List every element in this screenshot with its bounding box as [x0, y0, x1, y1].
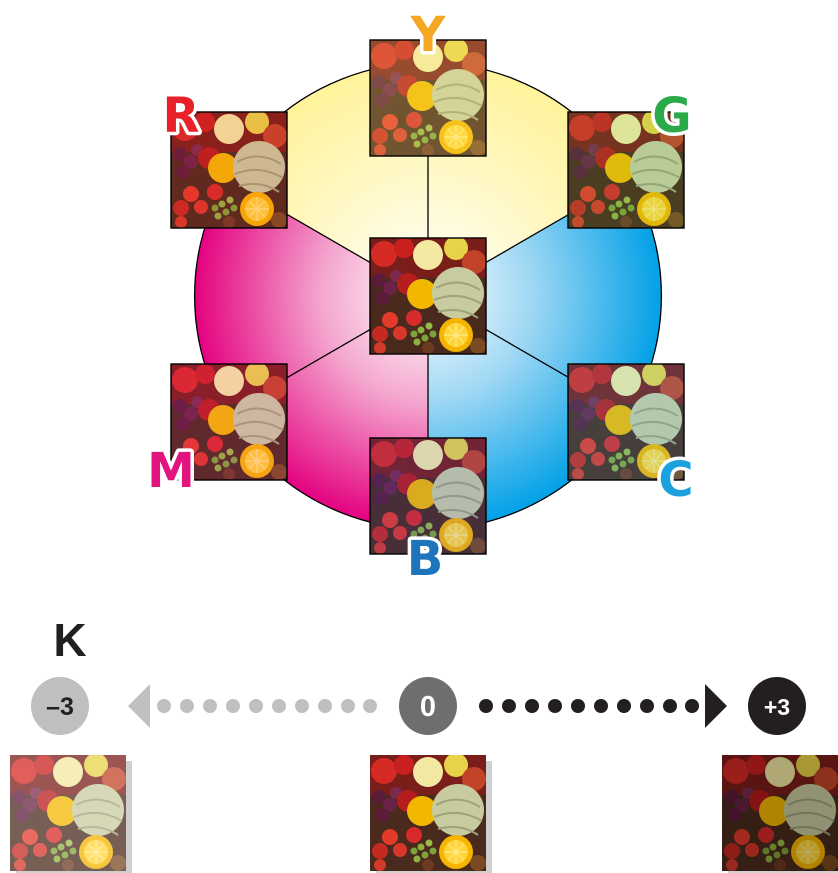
decrease-arrow-icon[interactable] [128, 684, 150, 728]
decrease-dots [157, 699, 377, 713]
step-badge-max[interactable]: +3 [748, 677, 806, 735]
thumbnail-k-max[interactable] [722, 753, 838, 873]
increase-dots [479, 699, 699, 713]
step-label-max: +3 [764, 694, 790, 720]
black-scale-title: K [53, 614, 86, 666]
label-magenta: M [147, 443, 195, 499]
step-badge-mid[interactable]: 0 [399, 677, 457, 735]
increase-arrow-icon[interactable] [705, 684, 727, 728]
label-red: R [163, 88, 200, 144]
step-label-min: –3 [46, 693, 74, 721]
step-label-mid: 0 [420, 691, 436, 723]
thumbnail-center[interactable] [370, 236, 486, 354]
thumbnail-k-mid[interactable] [370, 753, 492, 873]
label-yellow: Y [410, 7, 447, 63]
black-scale: K [10, 614, 838, 873]
label-green: G [652, 88, 691, 144]
step-badge-min[interactable]: –3 [31, 677, 89, 735]
label-cyan: C [658, 452, 693, 508]
thumbnail-k-min[interactable] [10, 753, 132, 873]
label-blue: B [407, 531, 444, 587]
